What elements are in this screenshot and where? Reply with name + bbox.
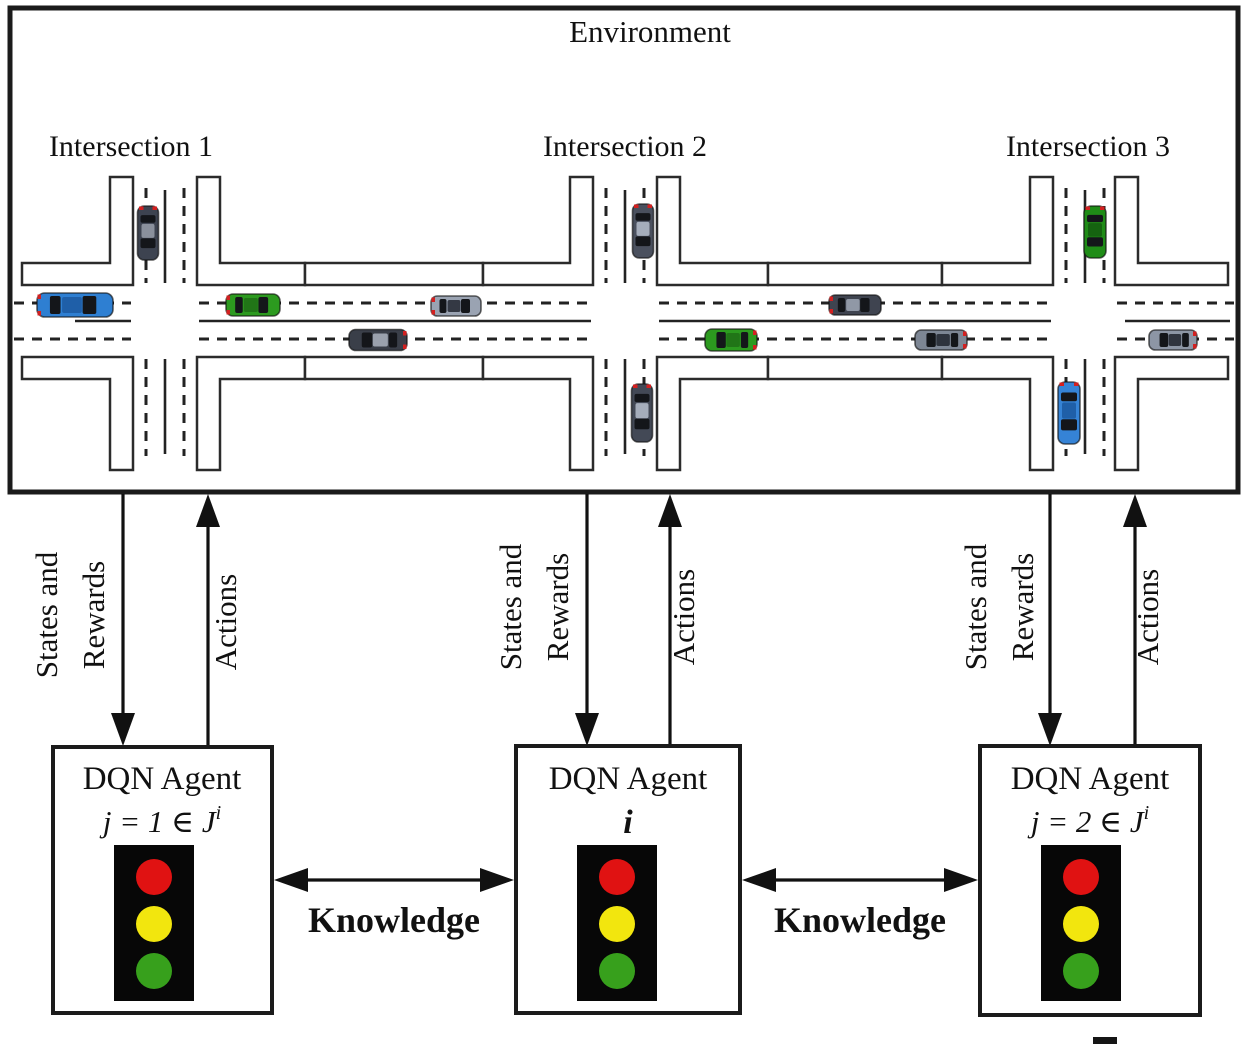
car-gray-sedan (1148, 329, 1198, 351)
knowledge-label-2: Knowledge (774, 900, 946, 940)
knowledge-arrow-2 (742, 868, 978, 892)
dqn-agent-3-index: j = 2 ∈ Ji (1027, 802, 1149, 839)
car-dark-sedan (630, 383, 654, 443)
traffic-light-icon-3 (1041, 845, 1121, 1001)
car-blue-truck (36, 292, 114, 318)
states-rewards-label-1-line1: States and (29, 551, 64, 678)
dqn-agent-1-box: DQN Agent j = 1 ∈ Ji (51, 745, 274, 1015)
traffic-light-icon-2 (577, 845, 657, 1001)
red-light (1063, 859, 1099, 895)
car-gray-sedan (914, 329, 968, 351)
cropped-caption-artifact (1093, 1037, 1117, 1044)
states-rewards-label-1-line2: Rewards (76, 561, 111, 669)
car-green-car (704, 328, 758, 352)
cars-layer (36, 203, 1198, 445)
knowledge-arrow-1 (274, 868, 514, 892)
car-dark-sedan (828, 294, 882, 316)
states-rewards-label-2-line2: Rewards (540, 553, 575, 661)
car-green-car (1083, 205, 1107, 259)
actions-arrow-3 (1123, 494, 1147, 746)
states-rewards-arrow-1 (111, 494, 135, 746)
actions-label-2: Actions (666, 569, 701, 665)
states-rewards-arrow-3 (1038, 494, 1062, 746)
car-blue-car (1057, 381, 1081, 445)
red-light (599, 859, 635, 895)
intersection-2-label: Intersection 2 (543, 130, 707, 163)
intersection-1-label: Intersection 1 (49, 130, 213, 163)
city-blocks (20, 175, 1230, 472)
dqn-agent-1-title: DQN Agent (83, 761, 242, 797)
knowledge-label-1: Knowledge (308, 900, 480, 940)
car-dark-van (136, 205, 160, 261)
yellow-light (1063, 906, 1099, 942)
red-light (136, 859, 172, 895)
car-dark-sedan (348, 328, 408, 352)
yellow-light (136, 906, 172, 942)
car-dark-sedan (631, 203, 655, 259)
dqn-agent-2-index: i (623, 804, 633, 841)
yellow-light (599, 906, 635, 942)
car-gray-sedan (430, 295, 482, 317)
intersection-3-label: Intersection 3 (1006, 130, 1170, 163)
states-rewards-arrow-2 (575, 494, 599, 746)
dqn-agent-3-box: DQN Agent j = 2 ∈ Ji (978, 744, 1202, 1017)
actions-label-1: Actions (208, 574, 243, 670)
dqn-agent-2-box: DQN Agent i (514, 744, 742, 1015)
vertical-road-markings-intersection-1 (144, 188, 186, 456)
actions-arrow-2 (658, 494, 682, 746)
states-rewards-label-3-line1: States and (958, 543, 993, 670)
car-green-car (225, 293, 281, 317)
states-rewards-label-2-line1: States and (493, 543, 528, 670)
states-rewards-label-3-line2: Rewards (1005, 553, 1040, 661)
actions-label-3: Actions (1130, 569, 1165, 665)
dqn-agent-1-index: j = 1 ∈ Ji (99, 802, 221, 839)
dqn-agent-2-title: DQN Agent (549, 761, 708, 797)
environment-title: Environment (569, 14, 731, 49)
dqn-agent-3-title: DQN Agent (1011, 761, 1170, 797)
green-light (1063, 953, 1099, 989)
green-light (599, 953, 635, 989)
green-light (136, 953, 172, 989)
traffic-light-icon-1 (114, 845, 194, 1001)
actions-arrow-1 (196, 494, 220, 746)
